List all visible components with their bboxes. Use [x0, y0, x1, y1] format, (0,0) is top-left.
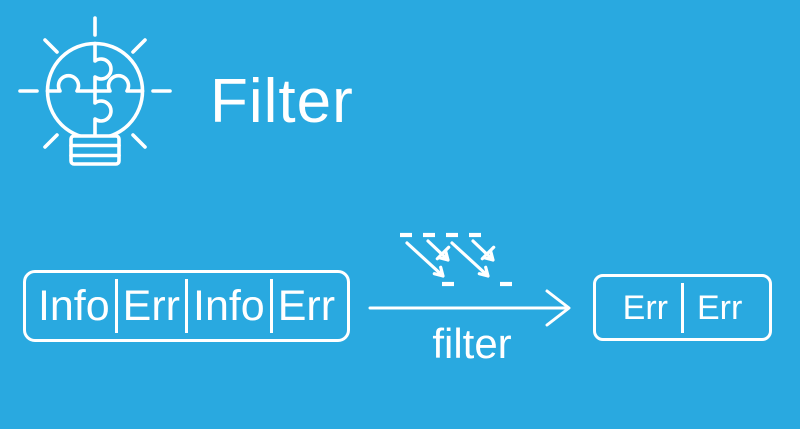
output-item: Err	[697, 288, 743, 327]
separator	[681, 282, 684, 333]
input-item: Info	[37, 281, 110, 330]
separator	[269, 279, 273, 333]
input-item: Info	[193, 281, 265, 330]
puzzle-lightbulb-icon	[18, 16, 172, 166]
output-item: Err	[622, 288, 668, 327]
output-box: Err Err	[593, 274, 772, 341]
filter-marbles-icon	[400, 232, 512, 287]
input-box: Info Err Info Err	[23, 270, 350, 342]
arrow-label: filter	[432, 320, 512, 367]
input-item: Err	[122, 281, 180, 330]
bulb-base	[69, 134, 121, 166]
page-title: Filter	[210, 67, 354, 136]
input-item: Err	[277, 281, 336, 330]
pass-arrows	[405, 241, 490, 278]
separator	[114, 279, 118, 333]
separator	[185, 279, 188, 333]
puzzle-seams	[45, 41, 145, 142]
light-rays	[18, 16, 172, 149]
filtered-out-arrows	[426, 239, 496, 262]
right-arrow-icon	[368, 289, 571, 327]
